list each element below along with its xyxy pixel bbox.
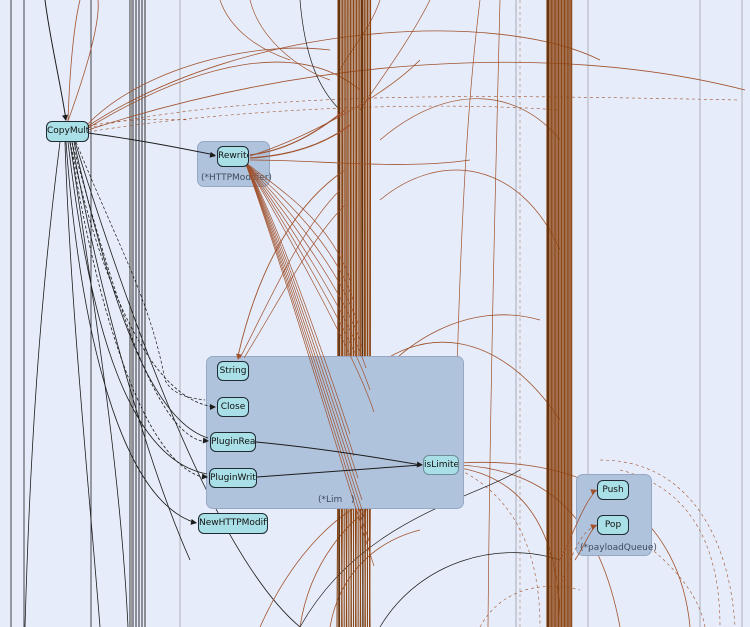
edge-curve <box>87 105 561 133</box>
edge-copymulty-in <box>44 0 67 121</box>
node-is-limited[interactable]: isLimited <box>423 455 459 475</box>
cluster-payload-queue-label: (*payloadQueue) <box>580 543 657 553</box>
edge-trunk <box>336 0 339 627</box>
edge-rewrite-out <box>244 161 355 457</box>
edge-trunk <box>350 0 353 627</box>
edge-copymulty-out <box>74 141 301 627</box>
edge-trunk <box>355 0 358 627</box>
arrowhead <box>202 437 209 444</box>
edge-curve <box>299 0 341 111</box>
edge-copymulty-close <box>69 141 216 408</box>
edge-curve <box>219 0 291 61</box>
arrowhead <box>210 404 216 410</box>
edge-curve <box>599 459 736 627</box>
arrowhead <box>62 114 68 121</box>
edge-curve <box>379 98 561 141</box>
cluster-limiter-label: (*Lim <box>318 495 343 505</box>
edge-curve <box>249 0 331 81</box>
cluster-http-modifier-label: (*HTTPModifier) <box>201 173 272 183</box>
arrowhead <box>590 489 597 495</box>
edge-rewrite-out <box>249 124 351 159</box>
edge-copymulty-pluginread <box>71 141 209 443</box>
edge-trunk <box>340 0 343 627</box>
edge-curve <box>459 469 541 627</box>
edge-trunk <box>359 0 362 627</box>
arrowhead <box>190 519 197 525</box>
edge-curve <box>87 118 191 127</box>
arrowhead <box>209 151 216 158</box>
edge-copymulty-newhttpmodifier <box>65 141 197 524</box>
edge-curve <box>67 0 81 122</box>
edge-curve <box>87 47 331 125</box>
edge-rewrite-out <box>244 161 375 567</box>
edge-curve <box>67 0 99 122</box>
edge-into-string <box>243 204 346 359</box>
edge-curve <box>479 586 581 627</box>
edge-trunk <box>369 0 372 627</box>
edge-curve <box>379 169 561 251</box>
edge-curve <box>619 469 721 627</box>
edge-rewrite-out <box>249 159 471 165</box>
node-new-http-modifier[interactable]: NewHTTPModifier <box>198 513 268 534</box>
edge-curve <box>87 96 741 129</box>
edge-rewrite-out <box>244 161 375 413</box>
cluster-limiter-label-tail: ) <box>351 495 355 505</box>
arrowhead <box>201 473 208 480</box>
edge-copymulty-pluginread <box>73 141 209 439</box>
edge-curve <box>329 529 421 627</box>
edge-curve <box>299 469 521 627</box>
node-plugin-read[interactable]: PluginRead <box>210 432 256 452</box>
edge-trunk <box>359 0 362 627</box>
node-copy-multy[interactable]: CopyMulty <box>46 121 89 142</box>
edge-curve <box>487 0 501 627</box>
edge-rewrite-out <box>244 161 363 501</box>
edge-curve <box>87 61 746 131</box>
edge-rewrite-out <box>244 161 359 479</box>
edge-curve <box>87 61 361 129</box>
arrowhead <box>590 524 597 530</box>
arrowhead <box>236 353 242 360</box>
edge-rewrite-out <box>244 161 363 347</box>
edge-copymulty-out <box>24 141 61 627</box>
edge-copymulty-pluginwrite <box>69 141 208 479</box>
edge-trunk <box>354 0 357 627</box>
edge-rewrite-out <box>244 161 371 545</box>
edge-copymulty-rewrite <box>87 132 216 156</box>
edge-rewrite-out <box>244 161 367 523</box>
edge-trunk <box>368 0 371 627</box>
edge-trunk <box>349 0 352 627</box>
edge-trunk <box>345 0 348 627</box>
edge-rewrite-out <box>244 161 367 369</box>
edge-copymulty-out <box>69 141 129 627</box>
edge-trunk <box>363 0 366 627</box>
edge-copymulty-out <box>64 141 101 627</box>
node-plugin-write[interactable]: PluginWrite <box>209 468 257 488</box>
arrowhead <box>416 461 423 468</box>
node-pop[interactable]: Pop <box>597 515 629 535</box>
edge-copymulty-out <box>71 141 191 561</box>
edge-trunk <box>341 0 344 627</box>
edge-rewrite-out <box>249 59 421 157</box>
edge-rewrite-out <box>249 109 346 156</box>
node-close[interactable]: Close <box>217 397 249 417</box>
node-push[interactable]: Push <box>597 480 629 500</box>
edge-into-pop <box>554 525 597 601</box>
edge-copymulty-close <box>75 141 206 401</box>
edge-into-string <box>237 169 346 357</box>
node-string[interactable]: String <box>217 361 249 381</box>
edge-into-string <box>239 189 341 359</box>
edge-pluginwrite-islimited <box>256 464 422 478</box>
edge-pluginread-islimited <box>255 441 422 466</box>
edge-rewrite-out <box>244 161 355 303</box>
edge-curve <box>379 552 561 627</box>
node-rewrite[interactable]: Rewrite <box>217 146 249 167</box>
edge-rewrite-out <box>244 161 371 391</box>
edge-copymulty-pluginwrite <box>67 141 208 475</box>
edge-rewrite-out <box>244 161 351 435</box>
edge-rewrite-out <box>244 161 359 325</box>
